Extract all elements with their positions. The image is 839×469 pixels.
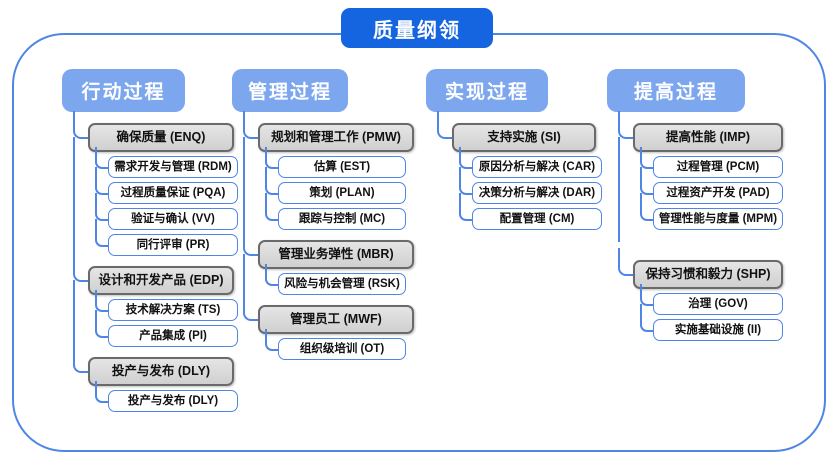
leaf-wrap: 过程管理 (PCM) [640,147,783,183]
leaf-list: 技术解决方案 (TS) 产品集成 (PI) [95,290,238,347]
leaf-node[interactable]: 决策分析与解决 (DAR) [472,182,602,204]
leaf-node[interactable]: 验证与确认 (VV) [108,208,238,230]
leaf-wrap: 策划 (PLAN) [265,176,414,209]
leaf-wrap: 过程质量保证 (PQA) [95,176,238,209]
group-node[interactable]: 设计和开发产品 (EDP) [88,266,234,295]
diagram-title[interactable]: 质量纲领 [341,8,493,48]
leaf-wrap: 实施基础设施 (II) [640,313,783,341]
column-header[interactable]: 管理过程 [232,69,348,112]
leaf-wrap: 同行评审 (PR) [95,228,238,256]
leaf-node[interactable]: 管理性能与度量 (MPM) [653,208,783,230]
leaf-node[interactable]: 投产与发布 (DLY) [108,390,238,412]
leaf-wrap: 验证与确认 (VV) [95,202,238,235]
group-list: 规划和管理工作 (PMW) 估算 (EST) 策划 (PLAN) 跟踪与控制 (MC)… [243,111,414,360]
leaf-wrap: 决策分析与解决 (DAR) [459,176,602,209]
leaf-node[interactable]: 策划 (PLAN) [278,182,406,204]
column-3: 实现过程支持实施 (SI) 原因分析与解决 (CAR) 决策分析与解决 (DAR) 配… [426,69,602,230]
leaf-list: 投产与发布 (DLY) [95,381,238,412]
group-node[interactable]: 管理业务弹性 (MBR) [258,240,414,269]
leaf-node[interactable]: 实施基础设施 (II) [653,319,783,341]
leaf-node[interactable]: 配置管理 (CM) [472,208,602,230]
leaf-list: 估算 (EST) 策划 (PLAN) 跟踪与控制 (MC) [265,147,414,230]
group-node[interactable]: 确保质量 (ENQ) [88,123,234,152]
group-node[interactable]: 支持实施 (SI) [452,123,596,152]
leaf-node[interactable]: 跟踪与控制 (MC) [278,208,406,230]
leaf-wrap: 产品集成 (PI) [95,319,238,347]
leaf-node[interactable]: 产品集成 (PI) [108,325,238,347]
leaf-wrap: 过程资产开发 (PAD) [640,176,783,209]
leaf-node[interactable]: 需求开发与管理 (RDM) [108,156,238,178]
leaf-list: 原因分析与解决 (CAR) 决策分析与解决 (DAR) 配置管理 (CM) [459,147,602,230]
leaf-wrap: 组织级培训 (OT) [265,329,414,360]
leaf-node[interactable]: 治理 (GOV) [653,293,783,315]
leaf-list: 需求开发与管理 (RDM) 过程质量保证 (PQA) 验证与确认 (VV) 同行评审 … [95,147,238,256]
leaf-node[interactable]: 过程资产开发 (PAD) [653,182,783,204]
leaf-wrap: 估算 (EST) [265,147,414,183]
leaf-list: 治理 (GOV) 实施基础设施 (II) [640,284,783,341]
group-list: 提高性能 (IMP) 过程管理 (PCM) 过程资产开发 (PAD) 管理性能与度量 … [618,111,783,341]
leaf-list: 组织级培训 (OT) [265,329,414,360]
group: 投产与发布 (DLY) 投产与发布 (DLY) [73,345,238,412]
group: 确保质量 (ENQ) 需求开发与管理 (RDM) 过程质量保证 (PQA) 验证与确认… [73,111,238,268]
group-node[interactable]: 保持习惯和毅力 (SHP) [633,260,783,289]
leaf-wrap: 原因分析与解决 (CAR) [459,147,602,183]
leaf-wrap: 治理 (GOV) [640,284,783,320]
leaf-wrap: 风险与机会管理 (RSK) [265,264,414,295]
leaf-node[interactable]: 原因分析与解决 (CAR) [472,156,602,178]
group-list: 支持实施 (SI) 原因分析与解决 (CAR) 决策分析与解决 (DAR) 配置管理 … [437,111,602,230]
leaf-node[interactable]: 过程管理 (PCM) [653,156,783,178]
group: 提高性能 (IMP) 过程管理 (PCM) 过程资产开发 (PAD) 管理性能与度量 … [618,111,783,242]
column-header[interactable]: 实现过程 [426,69,548,112]
leaf-list: 风险与机会管理 (RSK) [265,264,414,295]
leaf-wrap: 配置管理 (CM) [459,202,602,230]
group: 保持习惯和毅力 (SHP) 治理 (GOV) 实施基础设施 (II) [618,248,783,341]
column-2: 管理过程规划和管理工作 (PMW) 估算 (EST) 策划 (PLAN) 跟踪与控制 … [232,69,414,360]
leaf-node[interactable]: 同行评审 (PR) [108,234,238,256]
group: 规划和管理工作 (PMW) 估算 (EST) 策划 (PLAN) 跟踪与控制 (MC) [243,111,414,242]
group: 管理员工 (MWF) 组织级培训 (OT) [243,293,414,360]
leaf-node[interactable]: 估算 (EST) [278,156,406,178]
group-node[interactable]: 规划和管理工作 (PMW) [258,123,414,152]
leaf-wrap: 管理性能与度量 (MPM) [640,202,783,230]
column-header[interactable]: 行动过程 [62,69,185,112]
leaf-node[interactable]: 组织级培训 (OT) [278,338,406,360]
group: 支持实施 (SI) 原因分析与解决 (CAR) 决策分析与解决 (DAR) 配置管理 … [437,111,602,230]
group: 设计和开发产品 (EDP) 技术解决方案 (TS) 产品集成 (PI) [73,254,238,359]
column-4: 提高过程提高性能 (IMP) 过程管理 (PCM) 过程资产开发 (PAD) 管理性能… [607,69,783,341]
leaf-list: 过程管理 (PCM) 过程资产开发 (PAD) 管理性能与度量 (MPM) [640,147,783,230]
leaf-wrap: 投产与发布 (DLY) [95,381,238,412]
group-node[interactable]: 管理员工 (MWF) [258,305,414,334]
leaf-wrap: 需求开发与管理 (RDM) [95,147,238,183]
group: 管理业务弹性 (MBR) 风险与机会管理 (RSK) [243,228,414,307]
leaf-wrap: 跟踪与控制 (MC) [265,202,414,230]
leaf-wrap: 技术解决方案 (TS) [95,290,238,326]
group-list: 确保质量 (ENQ) 需求开发与管理 (RDM) 过程质量保证 (PQA) 验证与确认… [73,111,238,412]
group-node[interactable]: 提高性能 (IMP) [633,123,783,152]
group-node[interactable]: 投产与发布 (DLY) [88,357,234,386]
leaf-node[interactable]: 过程质量保证 (PQA) [108,182,238,204]
leaf-node[interactable]: 技术解决方案 (TS) [108,299,238,321]
column-1: 行动过程确保质量 (ENQ) 需求开发与管理 (RDM) 过程质量保证 (PQA) 验… [62,69,238,412]
column-header[interactable]: 提高过程 [607,69,745,112]
leaf-node[interactable]: 风险与机会管理 (RSK) [278,273,406,295]
